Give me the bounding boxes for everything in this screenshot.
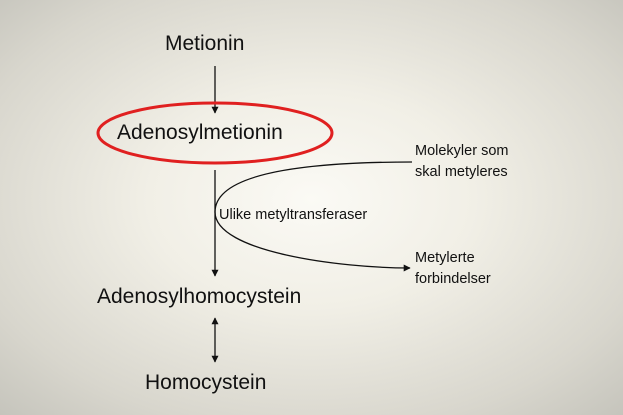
node-adenosylhomocystein: Adenosylhomocystein	[97, 285, 302, 308]
methylation-side-curve	[214, 161, 413, 272]
node-adenosylmetionin: Adenosylmetionin	[117, 121, 283, 144]
label-molecules-to-methylate: Molekyler som skal metyleres	[415, 143, 509, 180]
node-homocystein: Homocystein	[145, 371, 267, 394]
highlight-ellipse	[96, 101, 334, 165]
node-metionin: Metionin	[165, 32, 245, 55]
label-methylated-compounds: Metylerte forbindelser	[415, 250, 491, 287]
enzyme-label: Ulike metyltransferaser	[219, 207, 368, 223]
